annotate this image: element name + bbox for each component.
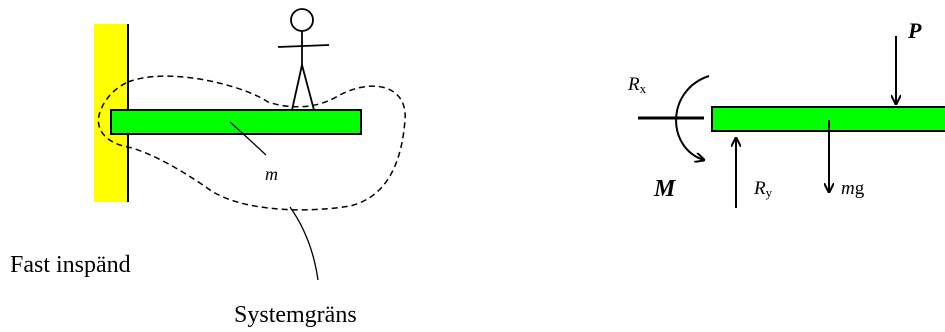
person-figure <box>277 8 330 111</box>
reaction-y-main: R <box>753 178 766 199</box>
moment-label: M <box>653 176 677 202</box>
left-diagram: m Fast inspänd Systemgräns <box>10 8 406 328</box>
reaction-x-main: R <box>627 74 640 95</box>
reaction-y-label: Ry <box>753 178 773 200</box>
reaction-x-sub: x <box>640 81 647 96</box>
mass-leader-line <box>229 121 267 156</box>
reaction-x-label: Rx <box>627 74 647 96</box>
moment-arrow <box>675 75 710 160</box>
person-arms <box>277 44 330 48</box>
boundary-leader-line <box>289 206 319 281</box>
boundary-label: Systemgräns <box>234 302 357 328</box>
person-head <box>290 8 314 32</box>
person-left-leg <box>291 64 303 111</box>
force-p-label: P <box>907 18 922 43</box>
weight-sub: g <box>855 178 865 199</box>
beam <box>110 109 362 135</box>
mass-label: m <box>265 164 278 184</box>
support-label: Fast inspänd <box>10 252 131 278</box>
weight-main: m <box>841 178 855 199</box>
reaction-y-sub: y <box>766 185 773 200</box>
system-boundary <box>97 75 406 211</box>
person-right-leg <box>301 64 315 111</box>
weight-label: mg <box>841 178 865 199</box>
right-diagram: P Rx M Ry mg <box>627 18 945 208</box>
